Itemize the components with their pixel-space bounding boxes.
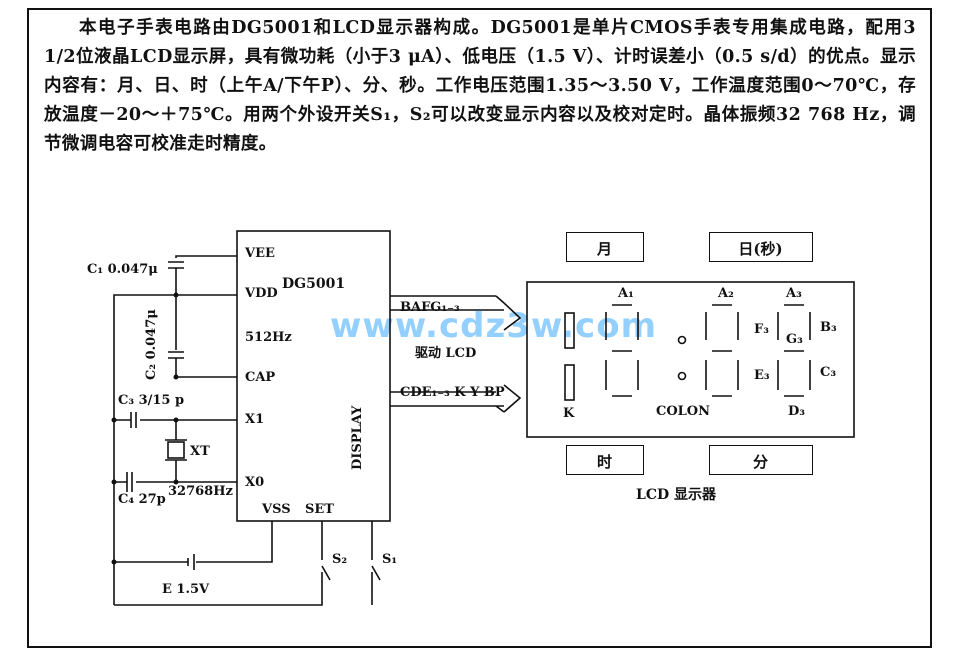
ic-name: DG5001: [282, 276, 346, 292]
pin-x0: X0: [245, 475, 265, 490]
c1-label: C₁ 0.047μ: [87, 262, 158, 277]
battery-label: E 1.5V: [162, 582, 210, 597]
xt-label: XT: [190, 444, 210, 459]
xt-frequency: 32768Hz: [168, 484, 233, 499]
ic-body: [236, 230, 391, 522]
lcd-caption: LCD 显示器: [636, 487, 717, 503]
pin-set: SET: [305, 502, 334, 517]
lcd-day-box: 日(秒): [709, 232, 813, 262]
seg-d3: D₃: [788, 404, 805, 419]
seg-b3: B₃: [820, 320, 837, 335]
pin-vss: VSS: [262, 502, 291, 517]
lcd-month-label: 月: [596, 240, 612, 258]
s1-label: S₁: [382, 552, 398, 567]
seg-f3: F₃: [754, 322, 769, 337]
colon-label: COLON: [656, 404, 711, 419]
pin-x1: X1: [245, 412, 265, 427]
c4-label: C₄ 27p: [118, 492, 166, 507]
seg-k: K: [563, 406, 575, 421]
lcd-hour-box: 时: [566, 445, 644, 475]
lcd-minute-box: 分: [709, 445, 813, 475]
lcd-day-label: 日(秒): [738, 240, 783, 258]
lcd-hour-label: 时: [596, 453, 612, 471]
description-paragraph: 本电子手表电路由DG5001和LCD显示器构成。DG5001是单片CMOS手表专…: [44, 18, 916, 154]
pin-vdd: VDD: [245, 286, 278, 301]
c3-label: C₃ 3/15 p: [118, 393, 185, 408]
bus-top-label: BAFG₁₋₃: [400, 300, 460, 315]
pin-cap: CAP: [245, 370, 276, 385]
lcd-month-box: 月: [566, 232, 644, 262]
c2-label: C₂ 0.047μ: [144, 309, 159, 380]
s2-label: S₂: [332, 552, 348, 567]
figure-frame: [27, 8, 932, 648]
seg-a1: A₁: [618, 286, 634, 301]
bus-bottom-label: CDE₁₋₃ K Y BP: [400, 385, 505, 400]
lcd-minute-label: 分: [752, 453, 768, 471]
seg-a2: A₂: [718, 286, 734, 301]
pin-display: DISPLAY: [350, 405, 365, 470]
pin-512hz: 512Hz: [245, 330, 292, 345]
seg-g3: G₃: [786, 332, 803, 347]
seg-e3: E₃: [754, 368, 770, 383]
watermark: www.cdz3w.com: [330, 306, 658, 346]
pin-vee: VEE: [245, 246, 275, 261]
seg-c3: C₃: [820, 365, 837, 380]
seg-a3: A₃: [786, 286, 802, 301]
bus-top-sub: 驱动 LCD: [415, 346, 477, 361]
